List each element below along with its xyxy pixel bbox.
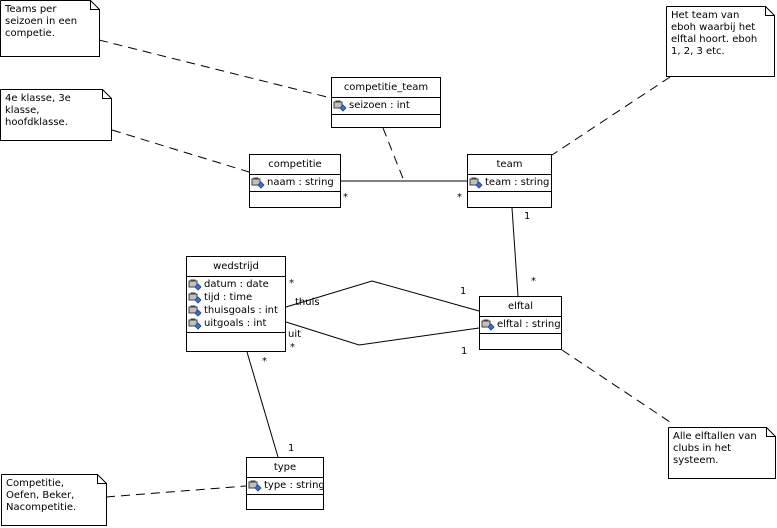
attribute-row[interactable]: naam : string — [251, 176, 340, 189]
multiplicity-label: 1 — [460, 286, 467, 297]
class-competitie[interactable]: competitie naam : string — [249, 154, 341, 208]
note-line: elftal hoort. eboh — [671, 34, 758, 45]
note-line: seizoen in een — [5, 16, 78, 27]
class-name: team — [468, 155, 551, 175]
attribute-row[interactable]: uitgoals : int — [188, 317, 285, 330]
note-line: systeem. — [673, 455, 719, 466]
attribute-lock-icon — [248, 480, 264, 492]
class-name: type — [247, 458, 323, 478]
note-line: Alle elftallen van — [673, 431, 757, 442]
class-name: competitie — [250, 155, 340, 175]
attribute-lock-icon — [333, 100, 349, 112]
attribute-text: thuisgoals : int — [204, 305, 278, 316]
note-line: 1, 2, 3 etc. — [671, 46, 725, 57]
assoc-team-elftal — [511, 207, 519, 297]
attribute-text: elftal : string — [497, 319, 561, 330]
attribute-row[interactable]: seizoen : int — [333, 99, 440, 112]
role-label: uit — [288, 329, 302, 340]
note-link-klasse — [111, 129, 250, 173]
attribute-text: tijd : time — [204, 292, 253, 303]
class-name: wedstrijd — [187, 257, 285, 277]
assoc-class-link — [382, 127, 405, 182]
note-line: clubs in het — [673, 443, 732, 454]
multiplicity-label: 1 — [524, 211, 531, 222]
assoc-uit — [285, 321, 480, 346]
attribute-text: type : string — [264, 480, 325, 491]
note-alle-elftallen: Alle elftallen van clubs in het systeem. — [668, 427, 776, 479]
attribute-text: naam : string — [267, 177, 334, 188]
attribute-text: uitgoals : int — [204, 318, 267, 329]
class-name: competitie_team — [332, 78, 440, 98]
class-elftal[interactable]: elftal elftal : string — [479, 296, 562, 350]
attribute-lock-icon — [251, 177, 267, 189]
multiplicity-label: * — [289, 278, 294, 289]
attribute-text: team : string — [485, 177, 550, 188]
attribute-text: datum : date — [204, 279, 269, 290]
attribute-row[interactable]: thuisgoals : int — [188, 304, 285, 317]
attribute-row[interactable]: team : string — [469, 176, 551, 189]
attribute-lock-icon — [481, 319, 497, 331]
attribute-row[interactable]: elftal : string — [481, 318, 561, 331]
note-link-teams — [98, 39, 332, 99]
note-line: Het team van — [671, 10, 740, 21]
role-label: thuis — [295, 297, 320, 308]
note-line: Teams per — [5, 4, 57, 15]
class-wedstrijd[interactable]: wedstrijd datum : date tijd : time thuis… — [186, 256, 286, 352]
note-line: Oefen, Beker, — [6, 490, 75, 501]
attribute-lock-icon — [469, 177, 485, 189]
note-line: eboh waarbij het — [671, 22, 756, 33]
note-link-elftallen — [561, 349, 674, 425]
multiplicity-label: * — [262, 356, 267, 367]
class-name: elftal — [480, 297, 561, 317]
note-line: 4e klasse, 3e — [5, 93, 71, 104]
note-team-van-eboh: Het team van eboh waarbij het elftal hoo… — [666, 6, 775, 77]
attribute-lock-icon — [188, 318, 204, 330]
multiplicity-label: * — [457, 192, 462, 203]
note-line: Nacompetitie. — [6, 502, 77, 513]
note-klasse: 4e klasse, 3e klasse, hoofdklasse. — [0, 89, 112, 141]
multiplicity-label: 1 — [461, 346, 468, 357]
multiplicity-label: 1 — [288, 443, 295, 454]
note-line: hoofdklasse. — [5, 117, 68, 128]
multiplicity-label: * — [531, 276, 536, 287]
attribute-text: seizoen : int — [349, 100, 410, 111]
note-link-team-eboh — [551, 76, 671, 156]
class-team[interactable]: team team : string — [467, 154, 552, 208]
assoc-wedstrijd-type — [246, 351, 279, 458]
attribute-row[interactable]: datum : date — [188, 278, 285, 291]
note-competitie-types: Competitie, Oefen, Beker, Nacompetitie. — [1, 474, 107, 526]
multiplicity-label: * — [290, 342, 295, 353]
multiplicity-label: * — [343, 192, 348, 203]
note-line: Competitie, — [6, 478, 65, 489]
attribute-row[interactable]: tijd : time — [188, 291, 285, 304]
note-link-types — [105, 485, 247, 498]
note-teams-per-seizoen: Teams per seizoen in een competie. — [0, 0, 100, 57]
note-line: competie. — [5, 28, 55, 39]
attribute-row[interactable]: type : string — [248, 479, 325, 492]
class-competitie-team[interactable]: competitie_team seizoen : int — [331, 77, 441, 128]
attribute-lock-icon — [188, 305, 204, 317]
note-line: klasse, — [5, 105, 40, 116]
class-type[interactable]: type type : string — [246, 457, 325, 510]
assoc-thuis — [285, 280, 480, 312]
attribute-lock-icon — [188, 292, 204, 304]
attribute-lock-icon — [188, 279, 204, 291]
